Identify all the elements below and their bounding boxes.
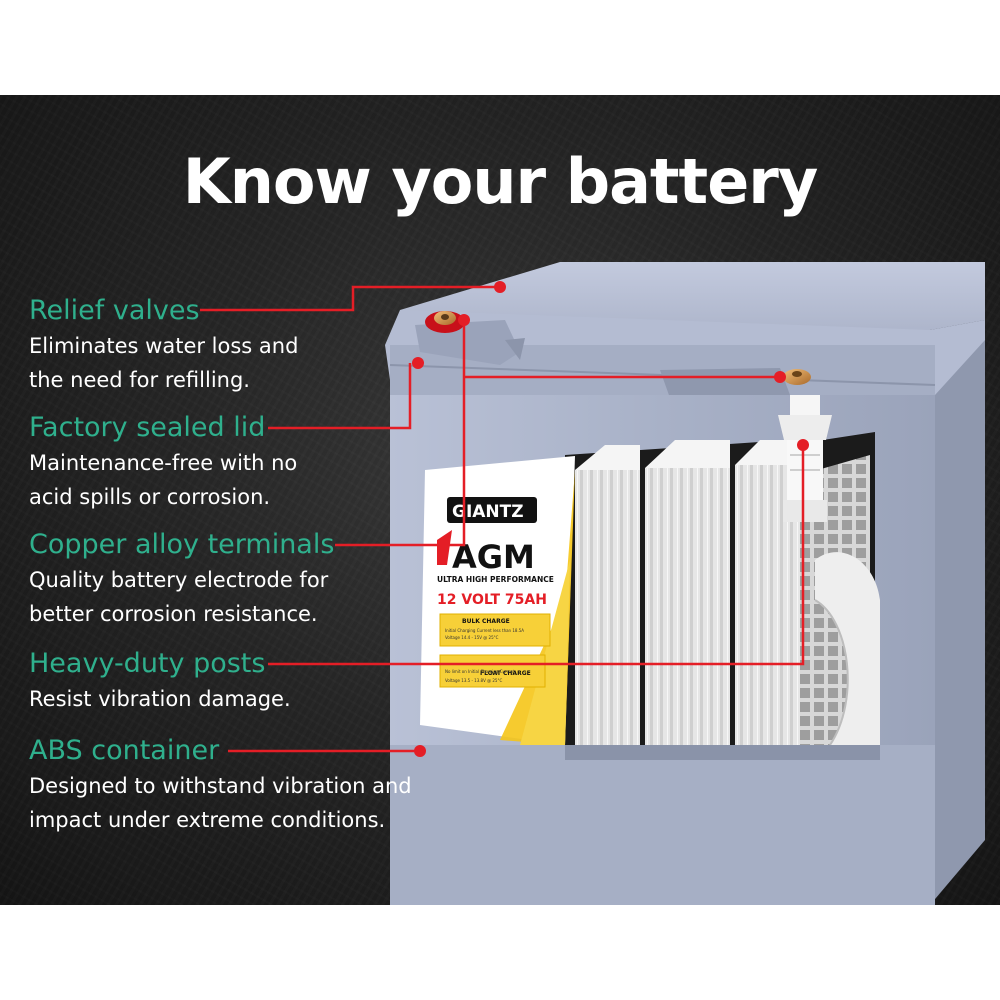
float-charge-line-1: No limit on Initial Charging Current: [445, 669, 515, 674]
product-label: GIANTZ TM AGM ULTRA HIGH PERFORMANCE 12 …: [420, 456, 575, 745]
feature-desc-line: the need for refilling.: [29, 368, 250, 392]
float-charge-title: FLOAT CHARGE: [480, 670, 531, 677]
label-subtitle: ULTRA HIGH PERFORMANCE: [437, 575, 554, 584]
feature-desc-line: Designed to withstand vibration and: [29, 774, 412, 798]
battery-lid: [385, 262, 985, 398]
bulk-charge-box: [439, 613, 551, 647]
float-charge-box: [439, 654, 546, 688]
feature-desc-line: Maintenance-free with no: [29, 451, 298, 475]
callout-relief-valves: [200, 281, 506, 312]
callout-abs-container: [228, 745, 426, 757]
feature-name: Relief valves: [29, 295, 200, 326]
battery-cutaway: [565, 432, 880, 760]
trademark: TM: [540, 498, 551, 506]
feature-name: ABS container: [29, 735, 220, 766]
feature-name: Heavy-duty posts: [29, 648, 266, 679]
float-charge-line-2: Voltage 13.5 - 13.8V @ 25°C: [445, 678, 502, 683]
battery-side-face: [930, 320, 985, 905]
red-accent-mark: [437, 530, 452, 565]
battery-type: AGM: [452, 538, 535, 576]
feature-desc-line: better corrosion resistance.: [29, 602, 318, 626]
feature-desc-line: Quality battery electrode for: [29, 568, 329, 592]
feature-copper-alloy-terminals: Copper alloy terminals Quality battery e…: [29, 529, 334, 631]
page-title: Know your battery: [182, 145, 818, 218]
battery-spec: 12 VOLT 75AH: [437, 592, 547, 608]
feature-heavy-duty-posts: Heavy-duty posts Resist vibration damage…: [29, 648, 291, 716]
feature-desc-line: impact under extreme conditions.: [29, 808, 386, 832]
callout-heavy-duty-posts: [268, 439, 809, 666]
callout-copper-terminals: [335, 314, 786, 547]
copper-terminal: [783, 369, 811, 385]
feature-desc-line: Resist vibration damage.: [29, 687, 291, 711]
brand-name: GIANTZ: [452, 502, 524, 522]
feature-name: Copper alloy terminals: [29, 529, 335, 560]
brand-badge: [447, 497, 537, 523]
feature-abs-container: ABS container Designed to withstand vibr…: [29, 735, 412, 837]
bulk-charge-line-2: Voltage 14.4 - 15V @ 25°C: [445, 635, 499, 640]
feature-desc-line: acid spills or corrosion.: [29, 485, 271, 509]
callout-factory-sealed-lid: [268, 357, 424, 430]
feature-name: Factory sealed lid: [29, 412, 266, 443]
bulk-charge-title: BULK CHARGE: [462, 618, 510, 625]
bulk-charge-line-1: Initial Charging Current less than 18.5A: [445, 628, 524, 633]
feature-factory-sealed-lid: Factory sealed lid Maintenance-free with…: [29, 412, 297, 514]
feature-relief-valves: Relief valves Eliminates water loss and …: [29, 295, 298, 397]
feature-desc-line: Eliminates water loss and: [29, 334, 299, 358]
relief-valve-terminal: [425, 311, 465, 333]
